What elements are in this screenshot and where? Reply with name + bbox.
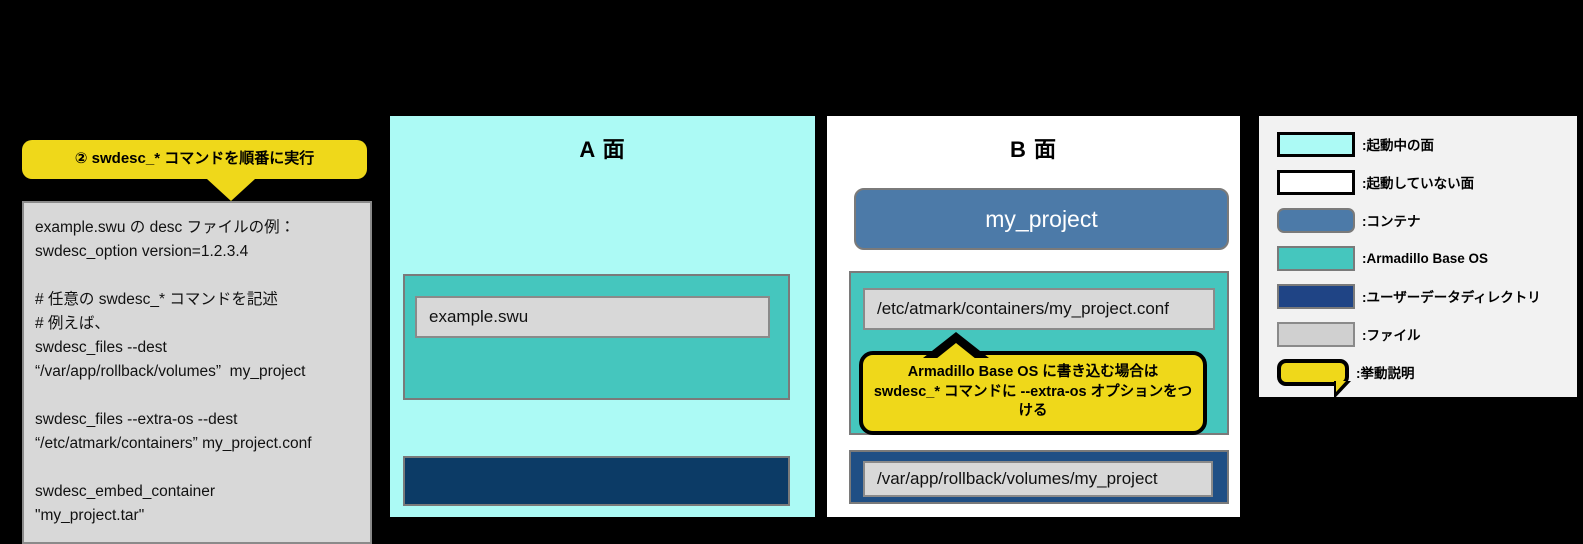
stopped-face-swatch <box>1277 169 1355 195</box>
file-swatch <box>1277 321 1355 347</box>
panel-b-title: B 面 <box>1009 137 1057 162</box>
note-swatch <box>1277 358 1351 399</box>
legend-item-stopped-face: :起動していない面 <box>1277 164 1577 200</box>
container-swatch <box>1277 207 1355 233</box>
extra-os-option-callout-text: Armadillo Base OS に書き込む場合は swdesc_* コマンド… <box>873 364 1193 420</box>
desc-file-column: ② swdesc_* コマンドを順番に実行 example.swu の desc… <box>22 140 372 544</box>
panel-b-userdata-block: /var/app/rollback/volumes/my_project <box>849 450 1229 504</box>
panel-a-userdata-block <box>403 456 790 506</box>
legend-label-note: :挙動説明 <box>1356 366 1415 381</box>
desc-file-contents: example.swu の desc ファイルの例： swdesc_option… <box>22 201 372 544</box>
callout-tail <box>207 179 255 201</box>
panel-b-side: B 面 my_project /etc/atmark/containers/my… <box>822 116 1240 517</box>
legend-panel: :起動中の面 :起動していない面 :コンテナ :Armadillo Base O… <box>1259 116 1577 399</box>
panel-b-container-my-project: my_project <box>854 188 1229 250</box>
note-tail-fill <box>1336 380 1346 392</box>
legend-item-container: :コンテナ <box>1277 202 1577 238</box>
extra-os-option-callout: Armadillo Base OS に書き込む場合は swdesc_* コマンド… <box>859 332 1207 435</box>
panel-a-side: A 面 example.swu <box>390 116 815 517</box>
panel-b-file-volumes-my-project: /var/app/rollback/volumes/my_project <box>863 461 1213 497</box>
running-face-swatch <box>1277 131 1355 157</box>
legend-item-abos: :Armadillo Base OS <box>1277 240 1577 276</box>
legend-label-file: :ファイル <box>1362 328 1421 343</box>
legend-label-running-face: :起動中の面 <box>1362 138 1434 153</box>
swdesc-order-callout: ② swdesc_* コマンドを順番に実行 <box>22 140 367 201</box>
legend-label-userdata: :ユーザーデータディレクトリ <box>1362 290 1541 305</box>
panel-a-title: A 面 <box>579 137 626 162</box>
legend-label-abos: :Armadillo Base OS <box>1362 250 1489 266</box>
legend-label-container: :コンテナ <box>1362 214 1421 229</box>
swdesc-order-callout-text: ② swdesc_* コマンドを順番に実行 <box>74 150 315 167</box>
panel-a-abos-block: example.swu <box>403 274 790 400</box>
callout-tail-fill <box>931 343 981 363</box>
panel-a-file-example-swu: example.swu <box>415 296 770 338</box>
abos-swatch <box>1277 245 1355 271</box>
legend-item-userdata: :ユーザーデータディレクトリ <box>1277 278 1577 314</box>
legend-label-stopped-face: :起動していない面 <box>1362 176 1475 191</box>
panel-b-file-my-project-conf: /etc/atmark/containers/my_project.conf <box>863 288 1215 330</box>
legend-item-running-face: :起動中の面 <box>1277 126 1577 162</box>
legend-item-file: :ファイル <box>1277 316 1577 352</box>
panel-b-abos-block: /etc/atmark/containers/my_project.conf A… <box>849 271 1229 435</box>
userdata-swatch <box>1277 283 1355 309</box>
legend-item-note: :挙動説明 <box>1277 354 1577 399</box>
